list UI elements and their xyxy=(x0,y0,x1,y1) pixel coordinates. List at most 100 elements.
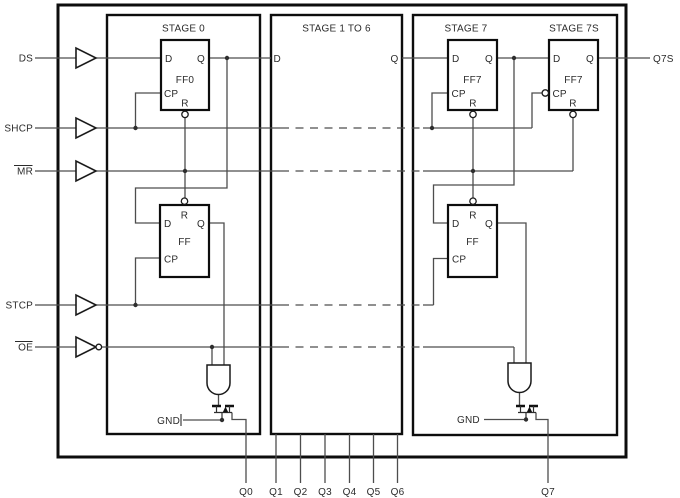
output-label-q2: Q2 xyxy=(294,487,308,498)
ff7-pin-r: R xyxy=(469,99,476,110)
ff0-shift-box xyxy=(159,38,211,112)
wire-ff0-q-net xyxy=(134,57,271,224)
stage7-mosfet-arrow xyxy=(526,406,533,413)
input-label-oe: OE xyxy=(18,343,33,354)
ff7s-reset-bubble-icon xyxy=(569,110,577,119)
ff7-reset-bubble-icon xyxy=(469,110,477,119)
ff7-pin-cp: CP xyxy=(452,89,466,100)
wire-ff7-q-net xyxy=(432,57,549,224)
junction-stcp-stage0 xyxy=(133,302,138,308)
stage7-storage-pin-cp: CP xyxy=(452,255,466,266)
ff0-pin-q: Q xyxy=(197,54,205,65)
stage0-storage-pin-cp: CP xyxy=(164,255,178,266)
stage7-mosfet-channel xyxy=(518,406,536,420)
ff0-name: FF0 xyxy=(176,75,195,86)
stage0-mosfet-arrow xyxy=(222,406,229,413)
output-label-q3: Q3 xyxy=(318,487,332,498)
chip-outline-box xyxy=(56,3,628,459)
ds-buffer-icon xyxy=(75,46,98,70)
stage7-and-gate-icon xyxy=(507,362,532,394)
wires xyxy=(35,57,650,483)
wire-mr-net xyxy=(35,117,574,198)
junction-gnd-stage0 xyxy=(219,417,225,423)
wire-shcp-net xyxy=(35,92,542,129)
stage0-mosfet-icon xyxy=(212,404,234,420)
stage0-gnd-label: GND xyxy=(157,416,180,427)
flip-flops xyxy=(158,38,600,279)
wire-stage7-storage-q-to-gate xyxy=(497,222,527,364)
pin-bubbles xyxy=(180,89,577,206)
stage1to6-pin-d: D xyxy=(274,54,281,65)
stage7-storage-reset-bubble-icon xyxy=(469,197,477,206)
stage0-mosfet-channel xyxy=(214,406,232,420)
enclosures xyxy=(56,3,628,459)
wire-oe-net xyxy=(35,346,515,366)
output-label-q7s: Q7S xyxy=(653,54,674,65)
stage0-storage-pin-d: D xyxy=(164,219,171,230)
stage7-storage-ff-box xyxy=(446,203,499,279)
stage7-7s-box xyxy=(411,13,619,437)
output-label-q0: Q0 xyxy=(239,487,253,498)
input-label-mr: MR xyxy=(17,167,33,178)
output-label-q1: Q1 xyxy=(269,487,283,498)
stage0-storage-pin-q: Q xyxy=(197,219,205,230)
junction-dots xyxy=(133,55,529,423)
ff7-name: FF7 xyxy=(463,75,482,86)
stage1to6-pin-q: Q xyxy=(391,54,399,65)
stage0-storage-pin-r: R xyxy=(181,211,188,222)
ff7-pin-q: Q xyxy=(485,54,493,65)
ff7s-pin-cp: CP xyxy=(553,89,567,100)
input-label-stcp: STCP xyxy=(6,301,34,312)
output-label-q5: Q5 xyxy=(367,487,381,498)
stage0-storage-reset-bubble-icon xyxy=(180,197,189,206)
stage7-title: STAGE 7 xyxy=(445,24,488,35)
stcp-buffer-icon xyxy=(75,293,98,317)
input-label-shcp: SHCP xyxy=(4,124,33,135)
junction-mr-stage7 xyxy=(470,168,476,174)
wire-stage0-storage-q-to-gate xyxy=(209,222,225,366)
stage1to6-box xyxy=(269,13,404,436)
wire-stcp-net xyxy=(35,257,448,306)
junction-shcp-stage0 xyxy=(133,125,138,131)
stage7s-title: STAGE 7S xyxy=(549,24,599,35)
output-label-q7: Q7 xyxy=(541,487,555,498)
wire-q7-output xyxy=(535,412,549,483)
input-label-ds: DS xyxy=(19,54,33,65)
ff7-shift-box xyxy=(446,38,499,112)
stage0-title: STAGE 0 xyxy=(162,24,205,35)
mr-buffer-icon xyxy=(75,159,98,183)
junction-mr-stage0 xyxy=(182,168,188,174)
ff7s-pin-d: D xyxy=(553,54,560,65)
ff0-pin-d: D xyxy=(165,54,172,65)
wire-q0-output xyxy=(231,412,247,483)
labels: DS SHCP MR STCP OE STAGE 0 STAGE 1 TO 6 … xyxy=(4,24,673,498)
stage7-storage-pin-d: D xyxy=(452,219,459,230)
stage7-storage-pin-r: R xyxy=(469,211,476,222)
ff7s-name: FF7 xyxy=(564,75,583,86)
output-label-q6: Q6 xyxy=(391,487,405,498)
ff7s-shift-box xyxy=(547,38,600,112)
stage7-mosfet-icon xyxy=(516,404,538,420)
ff0-pin-cp: CP xyxy=(164,89,178,100)
output-drivers xyxy=(206,362,538,420)
junction-ff0-q xyxy=(224,55,230,61)
stage1to6-title: STAGE 1 TO 6 xyxy=(302,24,371,35)
ff7s-pin-q: Q xyxy=(586,54,594,65)
stage0-storage-ff-box xyxy=(158,203,211,279)
stage7-storage-name: FF xyxy=(466,237,479,248)
stage0-and-gate-icon xyxy=(206,364,231,396)
ff7s-clock-bubble-icon xyxy=(541,89,550,97)
shcp-buffer-icon xyxy=(75,116,98,140)
ff7-pin-d: D xyxy=(452,54,459,65)
junction-gnd-stage7 xyxy=(523,417,529,422)
junction-oe-stage0 xyxy=(209,344,215,350)
oe-inverter-bubble-icon xyxy=(95,343,103,351)
stage0-storage-name: FF xyxy=(178,237,191,248)
ff0-pin-r: R xyxy=(181,99,188,110)
wire-q1-q6-outputs xyxy=(275,434,399,483)
junction-shcp-stage7 xyxy=(429,125,435,131)
output-label-q4: Q4 xyxy=(343,487,357,498)
junction-ff7-q xyxy=(511,55,517,61)
stage7-storage-pin-q: Q xyxy=(485,219,493,230)
